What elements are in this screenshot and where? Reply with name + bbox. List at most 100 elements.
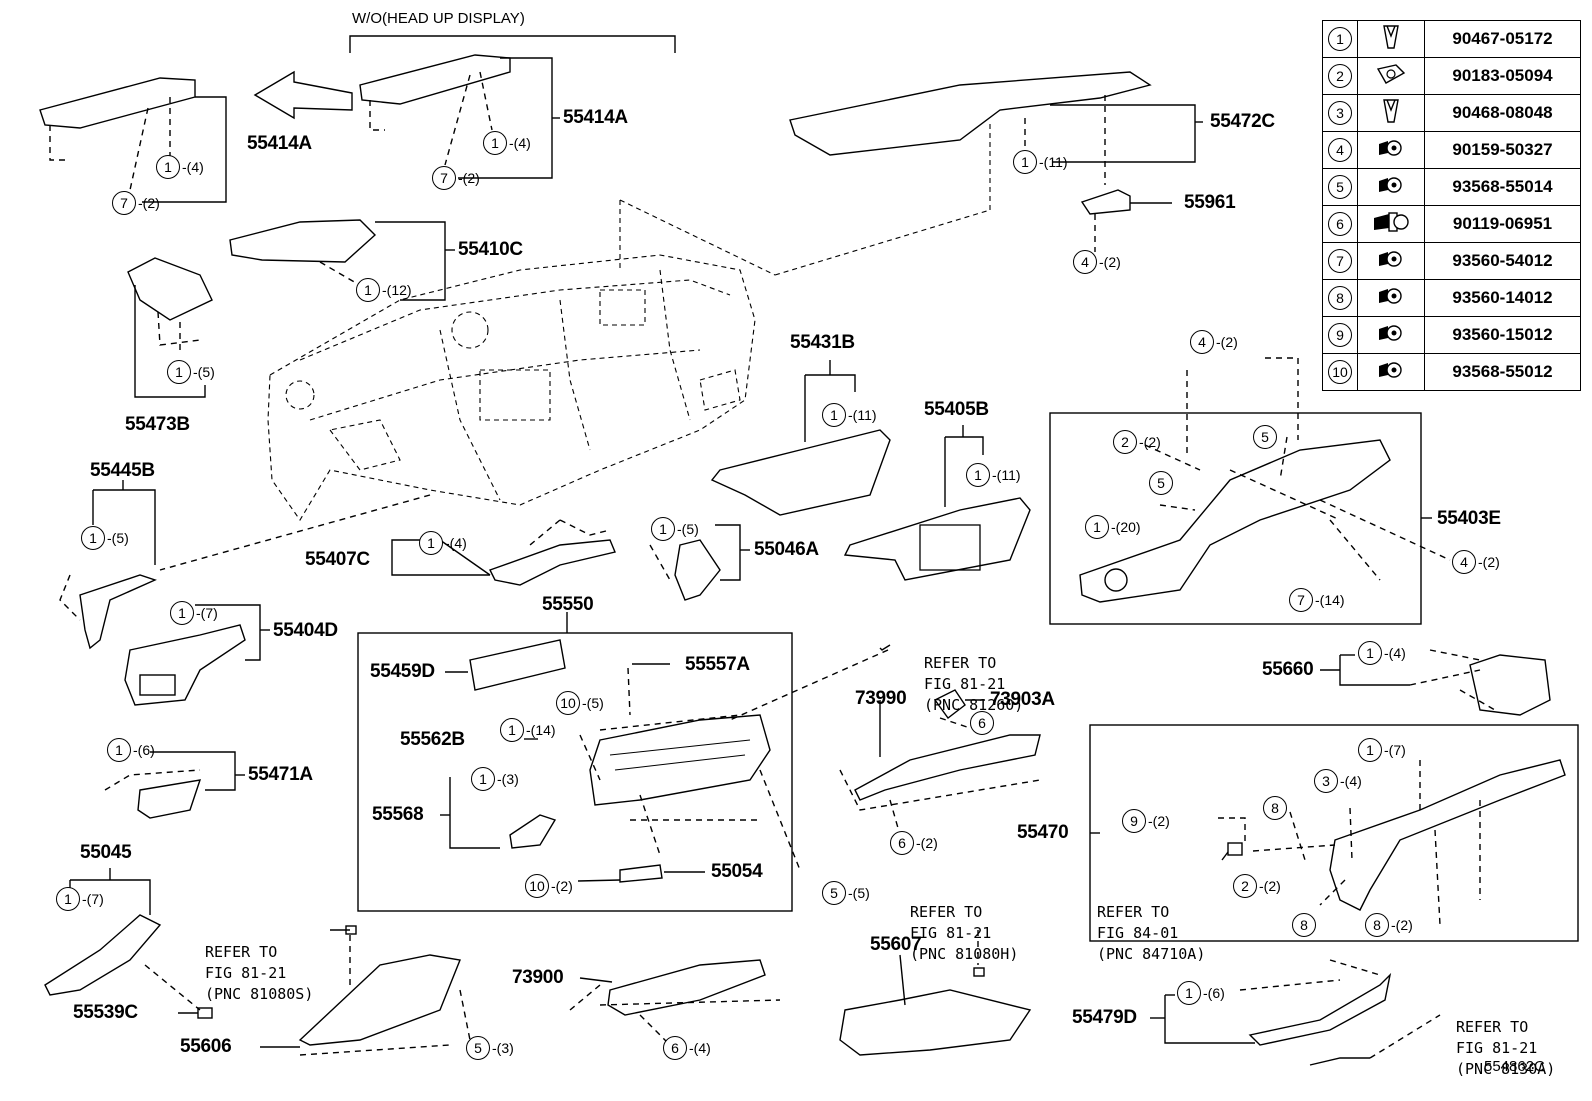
- callout-fastener: 1-(5): [81, 525, 129, 551]
- part-glove-box-door-shape: [589, 714, 771, 806]
- callout-fastener: 1-(5): [167, 359, 215, 385]
- callout-fastener: 1-(7): [56, 886, 104, 912]
- label-55562B: 55562B: [400, 729, 465, 750]
- callout-fastener: 4-(2): [1452, 549, 1500, 575]
- label-55403E: 55403E: [1437, 508, 1501, 529]
- callout-fastener: 2-(2): [1113, 429, 1161, 455]
- label-55607: 55607: [870, 934, 922, 955]
- label-55404D: 55404D: [273, 620, 338, 641]
- callout-fastener: 1-(4): [419, 530, 467, 556]
- legend-part-number: 93568-55014: [1424, 168, 1581, 206]
- part-55473B-shape: [127, 257, 213, 321]
- label-55410C: 55410C: [458, 239, 523, 260]
- part-55607-shape: [839, 989, 1032, 1056]
- label-55961: 55961: [1184, 192, 1236, 213]
- label-55568: 55568: [372, 804, 424, 825]
- legend-part-number: 93560-54012: [1424, 242, 1581, 280]
- legend-row: 3 90468-08048: [1322, 94, 1581, 132]
- callout-fastener: 8: [1263, 795, 1289, 821]
- legend-ref-number: 3: [1328, 101, 1352, 125]
- callout-fastener: 6: [970, 710, 996, 736]
- legend-part-number: 93560-14012: [1424, 279, 1581, 317]
- part-55046A-shape: [674, 539, 721, 601]
- label-55539C: 55539C: [73, 1002, 138, 1023]
- legend-ref-number: 9: [1328, 323, 1352, 347]
- part-55606-shape: [298, 954, 461, 1046]
- callout-fastener: 10-(2): [525, 873, 573, 899]
- callout-fastener: 7-(2): [432, 165, 480, 191]
- callout-fastener: 1-(7): [170, 600, 218, 626]
- part-55471A-shape: [137, 779, 202, 819]
- diagram-code: 554862C: [1484, 1058, 1545, 1075]
- callout-fastener: 10-(5): [556, 690, 604, 716]
- callout-fastener: 1-(4): [483, 130, 531, 156]
- callout-fastener: 5-(3): [466, 1035, 514, 1061]
- label-55550: 55550: [542, 594, 594, 615]
- part-55472C-shape: [789, 71, 1152, 156]
- part-55470-shape: [1329, 759, 1566, 911]
- legend-row: 8 93560-14012: [1322, 279, 1581, 317]
- legend-ref-number: 6: [1328, 212, 1352, 236]
- part-55403E-shape: [1079, 439, 1391, 603]
- label-55414A-right: 55414A: [563, 107, 628, 128]
- legend-ref-number: 7: [1328, 249, 1352, 273]
- label-55471A: 55471A: [248, 764, 313, 785]
- label-55470: 55470: [1017, 822, 1069, 843]
- legend-part-number: 93560-15012: [1424, 316, 1581, 354]
- label-55445B: 55445B: [90, 460, 155, 481]
- clip-icon: [1378, 22, 1404, 52]
- callout-fastener: 1-(4): [1358, 640, 1406, 666]
- callout-fastener: 1-(12): [356, 277, 412, 303]
- label-55557A: 55557A: [685, 654, 750, 675]
- callout-fastener: 3-(4): [1314, 768, 1362, 794]
- part-73900-shape: [607, 959, 766, 1016]
- part-55660-shape: [1469, 654, 1551, 716]
- part-55410C-shape: [229, 219, 377, 263]
- callout-fastener: 4-(2): [1190, 329, 1238, 355]
- callout-fastener: 1-(6): [1177, 980, 1225, 1006]
- callout-fastener: 2-(2): [1233, 873, 1281, 899]
- part-55045-shape: [44, 914, 162, 996]
- part-73990-shape: [854, 734, 1041, 801]
- legend-part-number: 90468-08048: [1424, 94, 1581, 132]
- label-55473B: 55473B: [125, 414, 190, 435]
- label-73903A: 73903A: [990, 689, 1055, 710]
- label-55045: 55045: [80, 842, 132, 863]
- legend-part-number: 90159-50327: [1424, 131, 1581, 169]
- callout-fastener: 1-(11): [822, 402, 877, 428]
- legend-ref-number: 10: [1328, 360, 1352, 384]
- part-73903A-shape: [933, 689, 966, 719]
- legend-ref-number: 4: [1328, 138, 1352, 162]
- nut-clip-icon: [1374, 61, 1408, 87]
- callout-fastener: 8-(2): [1365, 912, 1413, 938]
- legend-part-number: 90467-05172: [1424, 20, 1581, 58]
- legend-ref-number: 8: [1328, 286, 1352, 310]
- part-55054-shape: [619, 864, 663, 883]
- screw-icon: [1374, 172, 1408, 198]
- screw-icon: [1374, 320, 1408, 346]
- legend-row: 9 93560-15012: [1322, 316, 1581, 354]
- label-55606: 55606: [180, 1036, 232, 1057]
- label-55431B: 55431B: [790, 332, 855, 353]
- legend-part-number: 90183-05094: [1424, 57, 1581, 95]
- callout-fastener: 9-(2): [1122, 808, 1170, 834]
- part-55459D-shape: [469, 639, 566, 691]
- label-55472C: 55472C: [1210, 111, 1275, 132]
- callout-fastener: 1-(4): [156, 154, 204, 180]
- callout-fastener: 1-(11): [1013, 149, 1068, 175]
- part-55445B-shape: [79, 574, 157, 650]
- part-55568-shape: [509, 814, 557, 849]
- legend-row: 7 93560-54012: [1322, 242, 1581, 280]
- callout-fastener: 1-(7): [1358, 737, 1406, 763]
- callout-fastener: 6-(4): [663, 1035, 711, 1061]
- instrument-panel-phantom: [267, 120, 991, 522]
- part-55414A-left-shape: [39, 77, 196, 129]
- part-55431B-shape: [710, 429, 891, 516]
- callout-fastener: 1-(20): [1085, 514, 1141, 540]
